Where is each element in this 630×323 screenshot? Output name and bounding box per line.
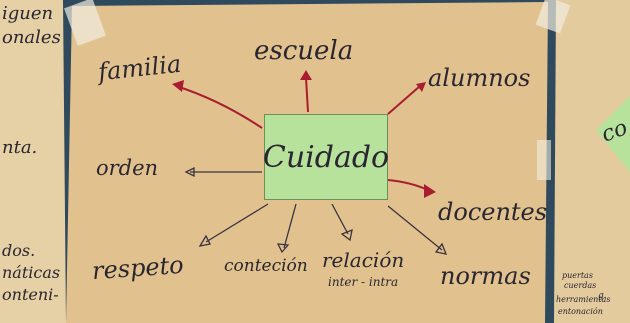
branch-relacion-sub: inter - intra [328, 275, 399, 289]
right-green-note [596, 96, 630, 172]
right-note-4: g. [598, 291, 607, 301]
arrowhead-alumnos [416, 82, 426, 92]
red-arrowheads [172, 70, 436, 198]
left-text-3: nta. [2, 137, 38, 158]
tape-top-right [535, 0, 571, 34]
right-note-3: herramientas [556, 295, 611, 304]
arrow-to-respeto [205, 203, 269, 243]
arrow-to-alumnos [387, 85, 421, 115]
arrowhead-respeto [198, 234, 211, 247]
branch-docentes: docentes [438, 198, 548, 226]
left-text-2: onales [2, 27, 61, 48]
left-text-6: onteni- [2, 285, 59, 304]
right-note-2: cuerdas [564, 281, 597, 290]
branch-respeto: respeto [91, 250, 185, 286]
arrowhead-normas [434, 242, 448, 255]
arrow-to-contencion [283, 203, 297, 249]
branch-contencion: conteción [224, 256, 308, 276]
arrowhead-docentes [424, 184, 436, 198]
right-note-5: entonación [558, 307, 603, 316]
branch-normas: normas [440, 262, 531, 290]
arrow-to-escuela [305, 77, 309, 113]
arrowhead-relacion [340, 228, 353, 242]
arrowhead-orden [184, 166, 195, 178]
dark-arrows [184, 166, 448, 255]
left-paper-sheet [0, 0, 66, 323]
left-text-4: dos. [2, 241, 36, 260]
center-note: Cuidado [262, 114, 390, 200]
arrow-to-relacion [331, 203, 349, 235]
right-note-1: puertas [562, 271, 593, 280]
arrow-to-familia [175, 85, 263, 129]
arrow-to-normas [387, 205, 443, 251]
left-text-1: iguen [2, 3, 54, 24]
branch-alumnos: alumnos [428, 64, 531, 92]
branch-escuela: escuela [254, 36, 354, 66]
arrowhead-contencion [276, 243, 290, 254]
tape-mid-right [537, 140, 551, 180]
branch-relacion: relación [322, 248, 405, 272]
right-paper-sheet [554, 0, 630, 323]
arrowhead-escuela [300, 70, 312, 80]
branch-orden: orden [96, 156, 159, 180]
center-label: Cuidado [262, 139, 390, 175]
arrowhead-familia [172, 80, 184, 92]
tape-top-left [64, 0, 106, 46]
left-text-5: náticas [2, 263, 61, 282]
